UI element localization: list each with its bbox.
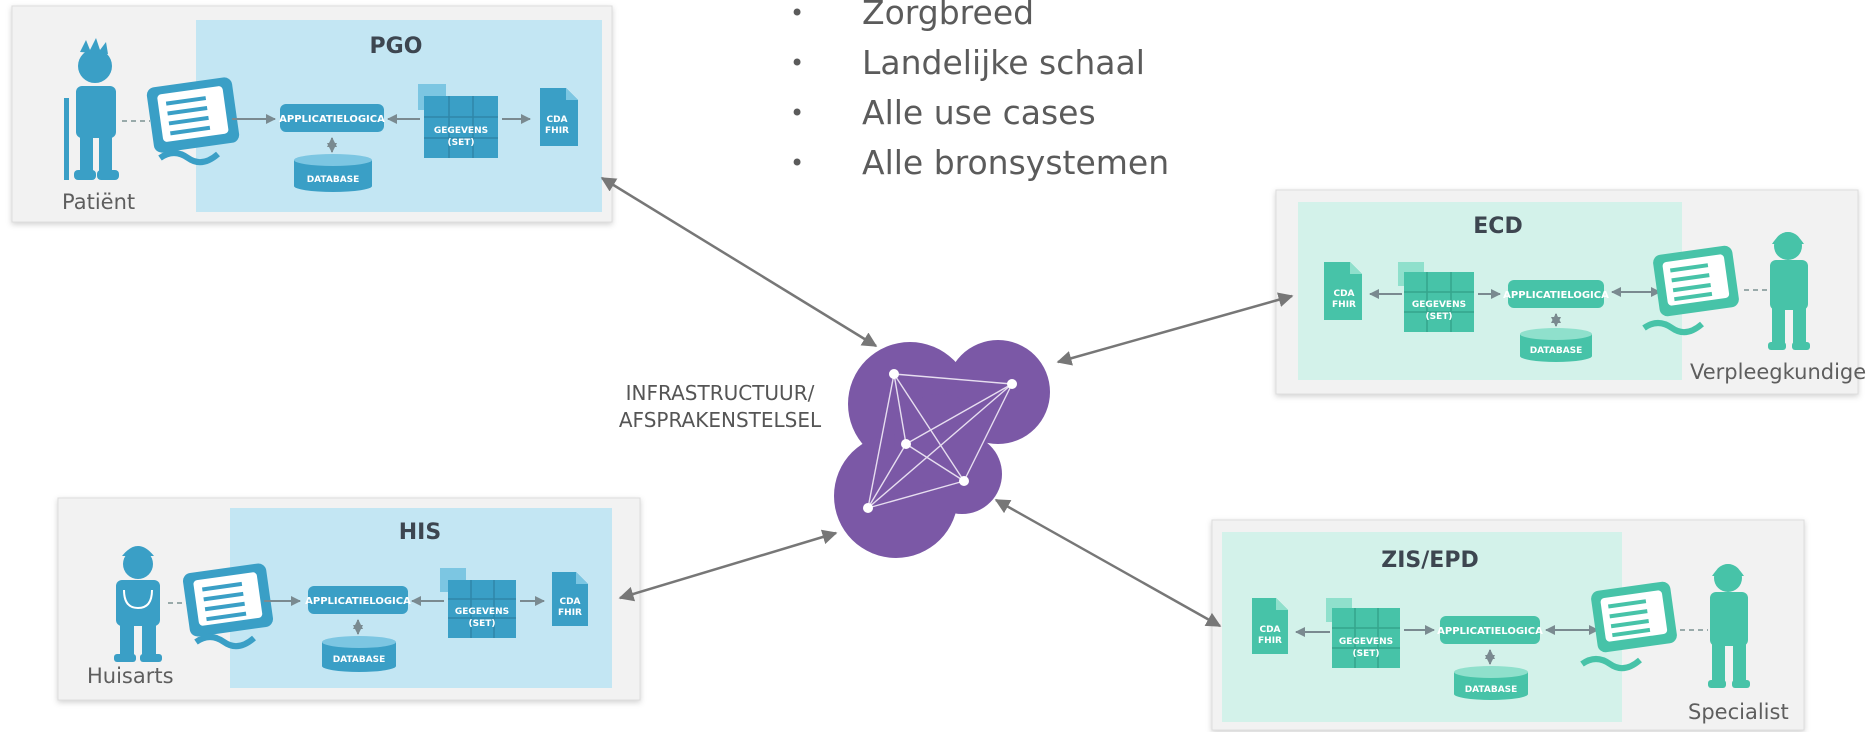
his-system: APPLICATIELOGICA DATABASE GEGEVENS (SET)…	[57, 497, 641, 701]
svg-text:(SET): (SET)	[448, 138, 475, 148]
cda-fhir-document-icon: CDA FHIR	[540, 88, 578, 146]
bullet-item: •Alle use cases	[790, 93, 1096, 132]
applicatielogica-box: APPLICATIELOGICA	[305, 586, 411, 614]
bullet-list: •Zorgbreed •Landelijke schaal •Alle use …	[790, 0, 1169, 188]
svg-text:CDA: CDA	[559, 597, 580, 607]
svg-text:FHIR: FHIR	[558, 608, 582, 618]
actor-label-patient: Patiënt	[62, 190, 136, 214]
specialist-icon	[1708, 564, 1750, 688]
svg-text:(SET): (SET)	[1353, 649, 1380, 659]
svg-text:(SET): (SET)	[469, 619, 496, 629]
ecd-title: ECD	[1473, 214, 1523, 239]
svg-text:APPLICATIELOGICA: APPLICATIELOGICA	[305, 596, 411, 607]
patient-icon	[64, 38, 119, 180]
arrow-his-cloud	[618, 529, 838, 602]
svg-text:FHIR: FHIR	[1258, 636, 1282, 646]
pgo-title: PGO	[369, 34, 423, 59]
gegevens-blocks: GEGEVENS (SET)	[440, 568, 516, 638]
ecd-system: CDA FHIR GEGEVENS (SET) APPLICATIELOGICA…	[1275, 189, 1859, 395]
actor-label-huisarts: Huisarts	[87, 664, 174, 688]
svg-text:FHIR: FHIR	[545, 126, 569, 136]
svg-text:CDA: CDA	[546, 115, 567, 125]
nurse-icon	[1768, 232, 1810, 350]
pgo-system: APPLICATIELOGICA DATABASE GEGEVENS (SET)…	[11, 5, 613, 223]
svg-text:CDA: CDA	[1259, 625, 1280, 635]
applicatielogica-box: APPLICATIELOGICA	[1437, 616, 1543, 644]
svg-text:GEGEVENS: GEGEVENS	[1339, 637, 1393, 647]
gegevens-blocks: GEGEVENS (SET)	[1326, 598, 1400, 668]
infrastructure-cloud	[834, 340, 1050, 558]
svg-text:DATABASE: DATABASE	[1530, 346, 1583, 356]
svg-text:DATABASE: DATABASE	[307, 175, 360, 185]
database-cylinder: DATABASE	[1454, 666, 1528, 700]
doctor-icon	[114, 546, 162, 662]
svg-text:DATABASE: DATABASE	[1465, 685, 1518, 695]
applicatielogica-box: APPLICATIELOGICA	[279, 104, 385, 132]
svg-text:APPLICATIELOGICA: APPLICATIELOGICA	[1503, 290, 1609, 301]
gegevens-blocks: GEGEVENS (SET)	[1398, 262, 1474, 332]
zis-epd-title: ZIS/EPD	[1381, 548, 1479, 573]
infrastructure-label: INFRASTRUCTUUR/ AFSPRAKENSTELSEL	[618, 381, 822, 432]
bullet-item: •Alle bronsystemen	[790, 143, 1170, 182]
cda-fhir-document-icon: CDA FHIR	[1324, 262, 1362, 320]
svg-text:DATABASE: DATABASE	[333, 655, 386, 665]
arrow-pgo-cloud	[600, 176, 878, 348]
cda-fhir-document-icon: CDA FHIR	[552, 572, 588, 626]
applicatielogica-box: APPLICATIELOGICA	[1503, 280, 1609, 308]
svg-text:CDA: CDA	[1333, 289, 1354, 299]
gegevens-blocks: GEGEVENS (SET)	[418, 84, 498, 158]
cda-fhir-document-icon: CDA FHIR	[1252, 598, 1288, 654]
svg-text:GEGEVENS: GEGEVENS	[455, 607, 509, 617]
svg-text:FHIR: FHIR	[1332, 300, 1356, 310]
arrow-zis-cloud	[994, 498, 1222, 628]
arrow-ecd-cloud	[1056, 292, 1294, 366]
monitor-icon	[1580, 581, 1677, 672]
bullet-item: •Landelijke schaal	[790, 43, 1145, 82]
actor-label-specialist: Specialist	[1688, 700, 1789, 724]
actor-label-verpleegkundige: Verpleegkundige	[1690, 360, 1867, 384]
svg-text:APPLICATIELOGICA: APPLICATIELOGICA	[1437, 626, 1543, 637]
connection-arrows	[600, 176, 1294, 628]
zis-epd-system: CDA FHIR GEGEVENS (SET) APPLICATIELOGICA…	[1211, 519, 1805, 731]
bullet-item: •Zorgbreed	[790, 0, 1035, 32]
database-cylinder: DATABASE	[294, 154, 372, 192]
database-cylinder: DATABASE	[1520, 328, 1592, 362]
svg-text:(SET): (SET)	[1426, 312, 1453, 322]
svg-text:GEGEVENS: GEGEVENS	[434, 126, 488, 136]
his-title: HIS	[398, 520, 442, 545]
monitor-icon	[1642, 245, 1739, 336]
monitor-icon	[182, 563, 274, 650]
database-cylinder: DATABASE	[322, 636, 396, 672]
svg-text:GEGEVENS: GEGEVENS	[1412, 300, 1466, 310]
svg-text:APPLICATIELOGICA: APPLICATIELOGICA	[279, 114, 385, 125]
monitor-icon	[146, 77, 240, 166]
